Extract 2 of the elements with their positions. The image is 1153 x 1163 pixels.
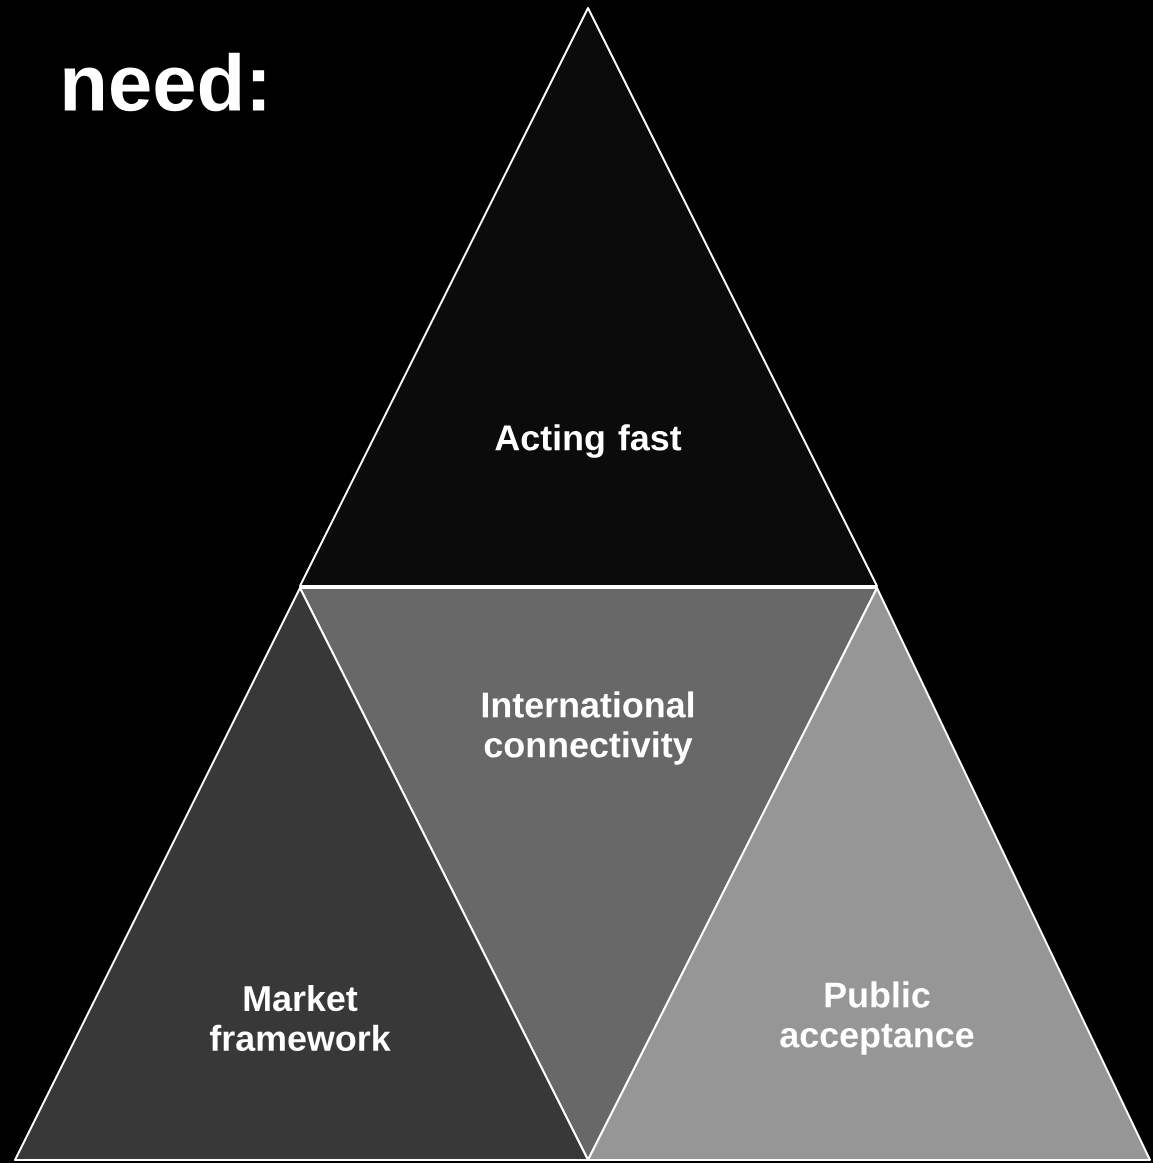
title: need:	[64, 52, 265, 112]
triangle: Acting fast	[299, 7, 878, 587]
